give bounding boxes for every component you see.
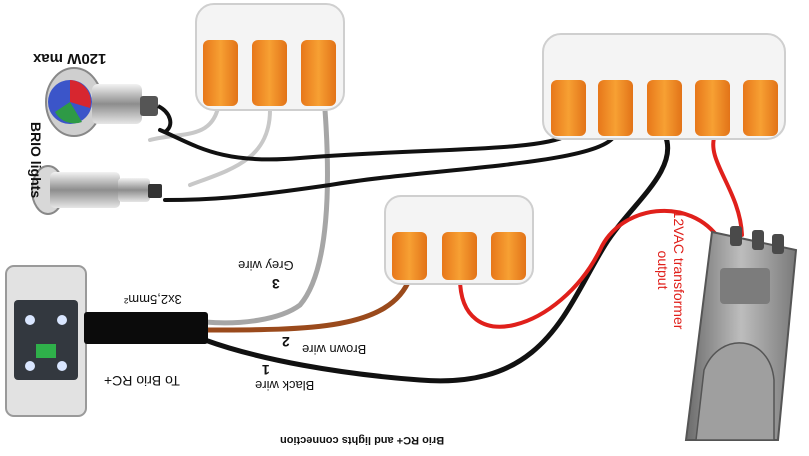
- black-wire-light-2: [163, 133, 617, 202]
- terminal-left-1: [203, 40, 238, 106]
- brio-light-rgb: [45, 67, 173, 137]
- black-wire-number: 1: [262, 362, 270, 378]
- grey-wire-light-2: [188, 108, 272, 187]
- max-power-label: 120W max: [33, 50, 107, 67]
- red-wire-1: [711, 133, 744, 237]
- connector-block-right: [542, 33, 786, 140]
- brio-rc-controller: [5, 265, 208, 417]
- grey-wire-label: Grey wire: [238, 258, 294, 273]
- grey-wire-3: [202, 107, 330, 326]
- transformer-output-label: 12VAC transformer output: [655, 210, 687, 330]
- terminal-middle-2: [442, 232, 477, 280]
- brown-wire-label: Brown wire: [302, 342, 367, 357]
- grey-wire-number: 3: [272, 276, 280, 292]
- terminal-right-5: [743, 80, 778, 136]
- terminal-right-3: [647, 80, 682, 136]
- terminal-right-1: [551, 80, 586, 136]
- brio-light-white: [31, 165, 162, 215]
- cable-spec-label: 3x2,5mm²: [124, 292, 182, 307]
- red-wire-2: [458, 208, 722, 329]
- black-wire-1: [202, 132, 671, 384]
- terminal-right-4: [695, 80, 730, 136]
- main-cable: [84, 312, 208, 344]
- wires: [148, 106, 744, 384]
- brio-lights-label: BRIO lights: [28, 121, 45, 199]
- grey-wire-light-1: [148, 106, 220, 142]
- terminal-middle-3: [491, 232, 526, 280]
- connector-block-left: [195, 3, 345, 111]
- transformer: [684, 226, 798, 441]
- brown-wire-2: [202, 275, 413, 333]
- terminal-right-2: [598, 80, 633, 136]
- terminal-middle-1: [392, 232, 427, 280]
- controller-label: To Brio RC+: [104, 373, 180, 389]
- terminal-left-3: [301, 40, 336, 106]
- black-wire-light-1: [158, 128, 570, 162]
- diagram-caption: Brio RC+ and lights connection: [280, 434, 445, 446]
- terminal-left-2: [252, 40, 287, 106]
- brown-wire-number: 2: [282, 334, 290, 350]
- black-wire-label: Black wire: [255, 378, 315, 393]
- connector-block-middle: [384, 195, 534, 285]
